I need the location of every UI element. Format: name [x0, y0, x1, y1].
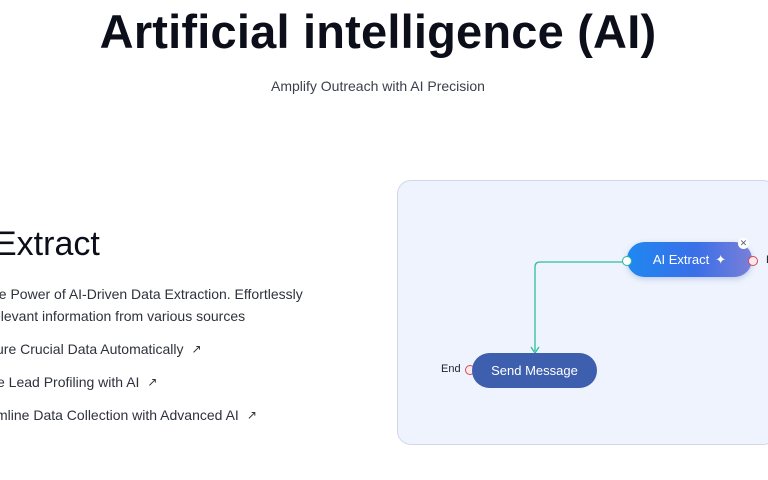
- feature-link-label: e Lead Profiling with AI: [0, 374, 140, 390]
- ai-extract-node[interactable]: AI Extract ✦: [627, 242, 752, 277]
- page-title: Artificial intelligence (AI): [99, 5, 657, 58]
- external-arrow-icon: ↗: [246, 408, 257, 422]
- ai-extract-label: AI Extract: [652, 252, 710, 267]
- feature-link[interactable]: mline Data Collection with Advanced AI ↗: [0, 405, 380, 438]
- description-line: elevant information from various sources: [0, 308, 246, 324]
- send-message-label: Send Message: [491, 363, 578, 378]
- external-arrow-icon: ↗: [191, 342, 202, 356]
- section-description: he Power of AI-Driven Data Extraction. E…: [0, 283, 370, 327]
- send-message-node[interactable]: Send Message: [472, 353, 597, 388]
- extract-input-port[interactable]: [622, 256, 632, 266]
- description-line: he Power of AI-Driven Data Extraction. E…: [0, 286, 303, 302]
- feature-section-header: Extract: [0, 225, 380, 264]
- sparkle-icon: ✦: [715, 251, 727, 267]
- extract-output-port[interactable]: [748, 256, 758, 266]
- workflow-connector: [530, 261, 627, 355]
- feature-link-label: mline Data Collection with Advanced AI: [0, 407, 239, 423]
- next-node-label: E: [766, 254, 768, 266]
- close-icon[interactable]: ✕: [738, 238, 749, 249]
- feature-link-label: ure Crucial Data Automatically: [0, 341, 184, 357]
- external-arrow-icon: ↗: [147, 375, 158, 389]
- workflow-canvas[interactable]: AI Extract ✦ ✕ E End Send Message: [397, 180, 768, 445]
- section-heading: Extract: [0, 225, 100, 263]
- feature-link[interactable]: ure Crucial Data Automatically ↗: [0, 339, 380, 372]
- feature-list: ure Crucial Data Automatically ↗ e Lead …: [0, 339, 380, 438]
- page-subtitle: Amplify Outreach with AI Precision: [271, 78, 485, 94]
- end-label: End: [441, 363, 461, 375]
- feature-link[interactable]: e Lead Profiling with AI ↗: [0, 372, 380, 405]
- connector-line: [534, 261, 627, 351]
